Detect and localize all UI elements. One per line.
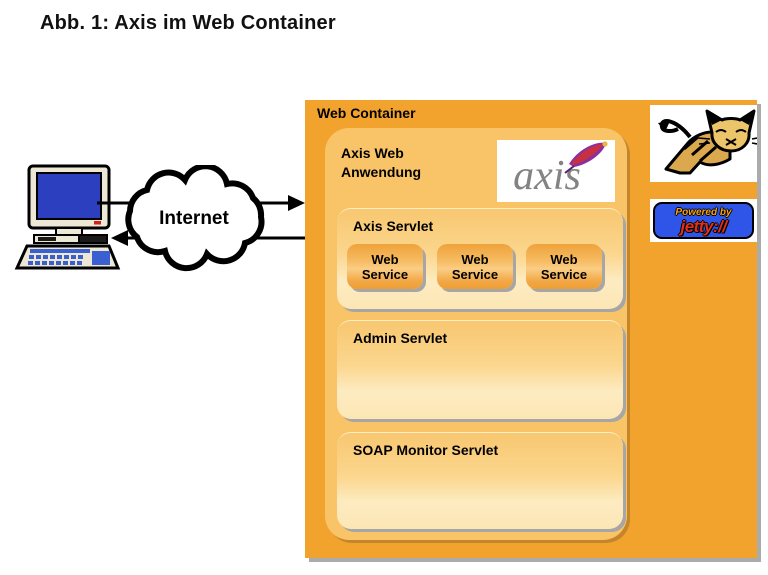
keyboard-icon	[14, 244, 121, 270]
axis-logo-text: axis	[513, 153, 581, 199]
soap-monitor-servlet-label: SOAP Monitor Servlet	[353, 442, 499, 458]
jetty-logo: Powered by jetty://	[650, 199, 757, 242]
axis-logo: axis	[497, 140, 615, 202]
client-computer-illustration	[14, 164, 121, 270]
jetty-logo-plate: Powered by jetty://	[653, 202, 754, 239]
axis-servlet-box: Axis Servlet Web Service Web Service Web…	[337, 208, 623, 309]
soap-monitor-servlet-box: SOAP Monitor Servlet	[337, 432, 623, 529]
tomcat-logo	[650, 105, 758, 182]
internet-label: Internet	[159, 208, 229, 229]
web-service-box-1: Web Service	[347, 244, 423, 289]
web-service-box-3: Web Service	[526, 244, 602, 289]
axis-feather-icon	[564, 141, 608, 174]
web-container-box: Web Container Axis Web Anwendung axis Ax…	[305, 100, 757, 558]
monitor-icon	[27, 164, 111, 236]
admin-servlet-box: Admin Servlet	[337, 320, 623, 419]
admin-servlet-label: Admin Servlet	[353, 330, 448, 346]
axis-web-app-label: Axis Web Anwendung	[341, 145, 422, 180]
tomcat-cat-icon	[658, 109, 758, 175]
web-container-label: Web Container	[317, 105, 416, 121]
internet-cloud-and-arrows: Internet	[97, 165, 305, 272]
axis-servlet-label: Axis Servlet	[353, 218, 434, 234]
system-unit-icon	[33, 234, 108, 244]
axis-web-app-box: Axis Web Anwendung axis Axis Servlet Web…	[325, 128, 627, 540]
web-service-box-2: Web Service	[437, 244, 513, 289]
internet-cloud-icon: Internet	[125, 165, 265, 272]
jetty-brand-text: jetty://	[680, 216, 727, 236]
figure-title: Abb. 1: Axis im Web Container	[40, 12, 336, 34]
jetty-powered-by-text: Powered by	[675, 206, 732, 218]
